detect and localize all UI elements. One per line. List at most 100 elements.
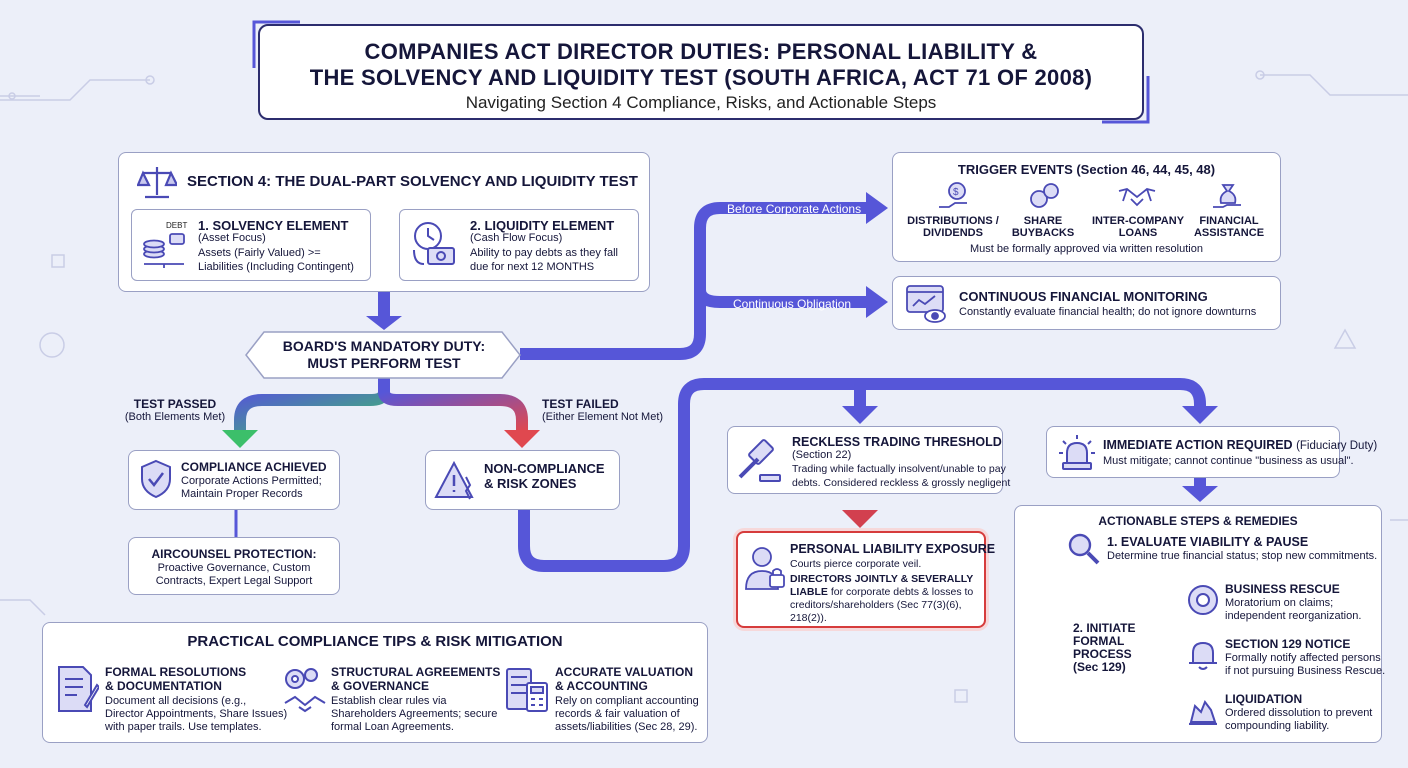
trigger-item-4-line2: ASSISTANCE [1193,227,1265,239]
aircounsel-card: AIRCOUNSEL PROTECTION: Proactive Governa… [128,537,340,595]
tip-1-title1: FORMAL RESOLUTIONS [105,665,247,679]
tip-2-l2: Shareholders Agreements; secure [331,708,498,720]
option-1-line1: Moratorium on claims; [1225,597,1334,609]
step1-title: 1. EVALUATE VIABILITY & PAUSE [1107,535,1309,549]
immediate-action-card: IMMEDIATE ACTION REQUIRED (Fiduciary Dut… [1046,426,1377,478]
option-2-line1: Formally notify affected persons [1225,652,1381,664]
page-title-line1: COMPANIES ACT DIRECTOR DUTIES: PERSONAL … [364,39,1038,64]
trigger-item-3-line1: INTER-COMPANY [1091,215,1185,227]
liquidity-card: 2. LIQUIDITY ELEMENT (Cash Flow Focus) A… [399,209,639,281]
tip-2-l1: Establish clear rules via [331,695,447,707]
warning-crack-icon [434,460,474,500]
gears-handshake-icon [284,668,326,713]
compliance-title: COMPLIANCE ACHIEVED [181,460,327,474]
compliance-line2: Maintain Proper Records [181,488,303,500]
personal-line1: Courts pierce corporate veil. [790,558,922,570]
header-panel: COMPANIES ACT DIRECTOR DUTIES: PERSONAL … [258,24,1144,120]
document-pen-icon [58,666,99,712]
tip-2-l3: formal Loan Agreements. [331,721,454,733]
personal-line3: creditors/shareholders (Sec 77(3)(6), [790,599,962,611]
board-duty-line2: MUST PERFORM TEST [307,355,461,371]
reckless-trading-card: RECKLESS TRADING THRESHOLD (Section 22) … [727,426,1010,494]
board-duty-shape [245,331,521,379]
test-passed-label: TEST PASSED [133,397,217,411]
personal-bold1: DIRECTORS JOINTLY & SEVERALLY [790,573,974,585]
lifebuoy-icon [1188,585,1218,615]
tip-2-title2: & GOVERNANCE [331,679,430,693]
aircounsel-line2: Contracts, Expert Legal Support [155,575,313,587]
collapsing-building-icon [1189,699,1217,725]
step2-line1: 2. INITIATE [1073,621,1136,635]
reckless-line2: debts. Considered reckless & grossly neg… [792,477,1011,489]
trigger-item-4-line1: FINANCIAL [1199,215,1259,227]
option-1-line2: independent reorganization. [1225,610,1362,622]
reckless-sub: (Section 22) [792,449,852,461]
step2-line4: (Sec 129) [1073,660,1126,674]
page-subtitle: Navigating Section 4 Compliance, Risks, … [465,93,937,112]
trigger-item-2-line2: BUYBACKS [1011,227,1075,239]
tips-panel: PRACTICAL COMPLIANCE TIPS & RISK MITIGAT… [42,622,708,743]
handshake-icon [1118,188,1156,207]
personal-liability-card: PERSONAL LIABILITY EXPOSURE Courts pierc… [736,531,995,628]
siren-icon [1059,435,1095,470]
immediate-title: IMMEDIATE ACTION REQUIRED [1103,438,1293,452]
immediate-title-suffix: (Fiduciary Duty) [1296,440,1378,452]
section4-title: SECTION 4: THE DUAL-PART SOLVENCY AND LI… [187,173,638,190]
scales-icon [137,167,177,199]
header-corner-accents [252,20,1150,124]
magnifier-icon [1068,533,1100,565]
trigger-events-title: TRIGGER EVENTS (Section 46, 44, 45, 48) [957,162,1216,177]
svg-text:DEBT: DEBT [166,221,187,230]
calculator-ledger-icon [506,668,548,712]
actionable-steps-panel: ACTIONABLE STEPS & REMEDIES 1. EVALUATE … [1014,505,1386,743]
trigger-item-3-line2: LOANS [1118,227,1158,239]
gavel-icon [738,439,781,482]
tip-3-l2: records & fair valuation of [555,708,680,720]
trigger-item-1-line2: DIVIDENDS [923,227,983,239]
noncompliance-line2: & RISK ZONES [484,476,577,491]
tip-2-title1: STRUCTURAL AGREEMENTS [331,665,501,679]
trigger-note: Must be formally approved via written re… [970,243,1203,255]
test-passed-sub: (Both Elements Met) [124,411,226,423]
person-lock-icon [745,547,785,590]
personal-line4: 218(2)). [790,612,827,624]
dividend-hand-icon: $ [939,182,967,208]
liquidity-focus: (Cash Flow Focus) [470,232,563,244]
step2-line3: PROCESS [1073,647,1132,661]
reckless-title: RECKLESS TRADING THRESHOLD [792,435,1002,449]
solvency-title: 1. SOLVENCY ELEMENT [198,218,349,233]
money-bag-hand-icon [1213,184,1241,208]
test-failed-sub: (Either Element Not Met) [542,411,664,423]
tips-title: PRACTICAL COMPLIANCE TIPS & RISK MITIGAT… [187,633,563,650]
personal-title: PERSONAL LIABILITY EXPOSURE [790,542,996,556]
board-duty-line1: BOARD'S MANDATORY DUTY: [282,338,486,354]
step1-desc: Determine true financial status; stop ne… [1107,550,1378,562]
option-2-line2: if not pursuing Business Rescue. [1225,665,1386,677]
liquidity-title: 2. LIQUIDITY ELEMENT [470,218,615,233]
solvency-card: DEBT 1. SOLVENCY ELEMENT (Asset Focus) A… [131,209,371,281]
bell-icon [1189,641,1217,670]
monitor-eye-icon [906,285,946,323]
personal-bold2: LIABLE [790,586,828,598]
monitoring-line1: Constantly evaluate financial health; do… [959,306,1257,318]
monitoring-title: CONTINUOUS FINANCIAL MONITORING [959,289,1208,304]
compliance-card: COMPLIANCE ACHIEVED Corporate Actions Pe… [128,450,340,510]
noncompliance-card: NON-COMPLIANCE & RISK ZONES [425,450,620,510]
aircounsel-title: AIRCOUNSEL PROTECTION: [151,547,317,561]
tip-3-l1: Rely on compliant accounting [555,695,699,707]
tip-1-title2: & DOCUMENTATION [105,679,222,693]
tip-1-l3: with paper trails. Use templates. [105,721,262,733]
reckless-line1: Trading while factually insolvent/unable… [792,463,1006,475]
immediate-line1: Must mitigate; cannot continue "business… [1103,455,1354,467]
personal-rest2: for corporate debts & losses to [827,586,974,598]
step2-line2: FORMAL [1073,634,1125,648]
solvency-line1: Assets (Fairly Valued) >= [198,247,321,259]
option-3-title: LIQUIDATION [1225,692,1303,706]
trigger-item-1-line1: DISTRIBUTIONS / [907,215,999,227]
option-3-line1: Ordered dissolution to prevent [1225,707,1373,719]
flow-label-continuous: Continuous Obligation [733,297,852,311]
tip-3-l3: assets/liabilities (Sec 28, 29). [555,721,698,733]
tip-1-l1: Document all decisions (e.g., [105,695,247,707]
compliance-line1: Corporate Actions Permitted; [181,475,322,487]
